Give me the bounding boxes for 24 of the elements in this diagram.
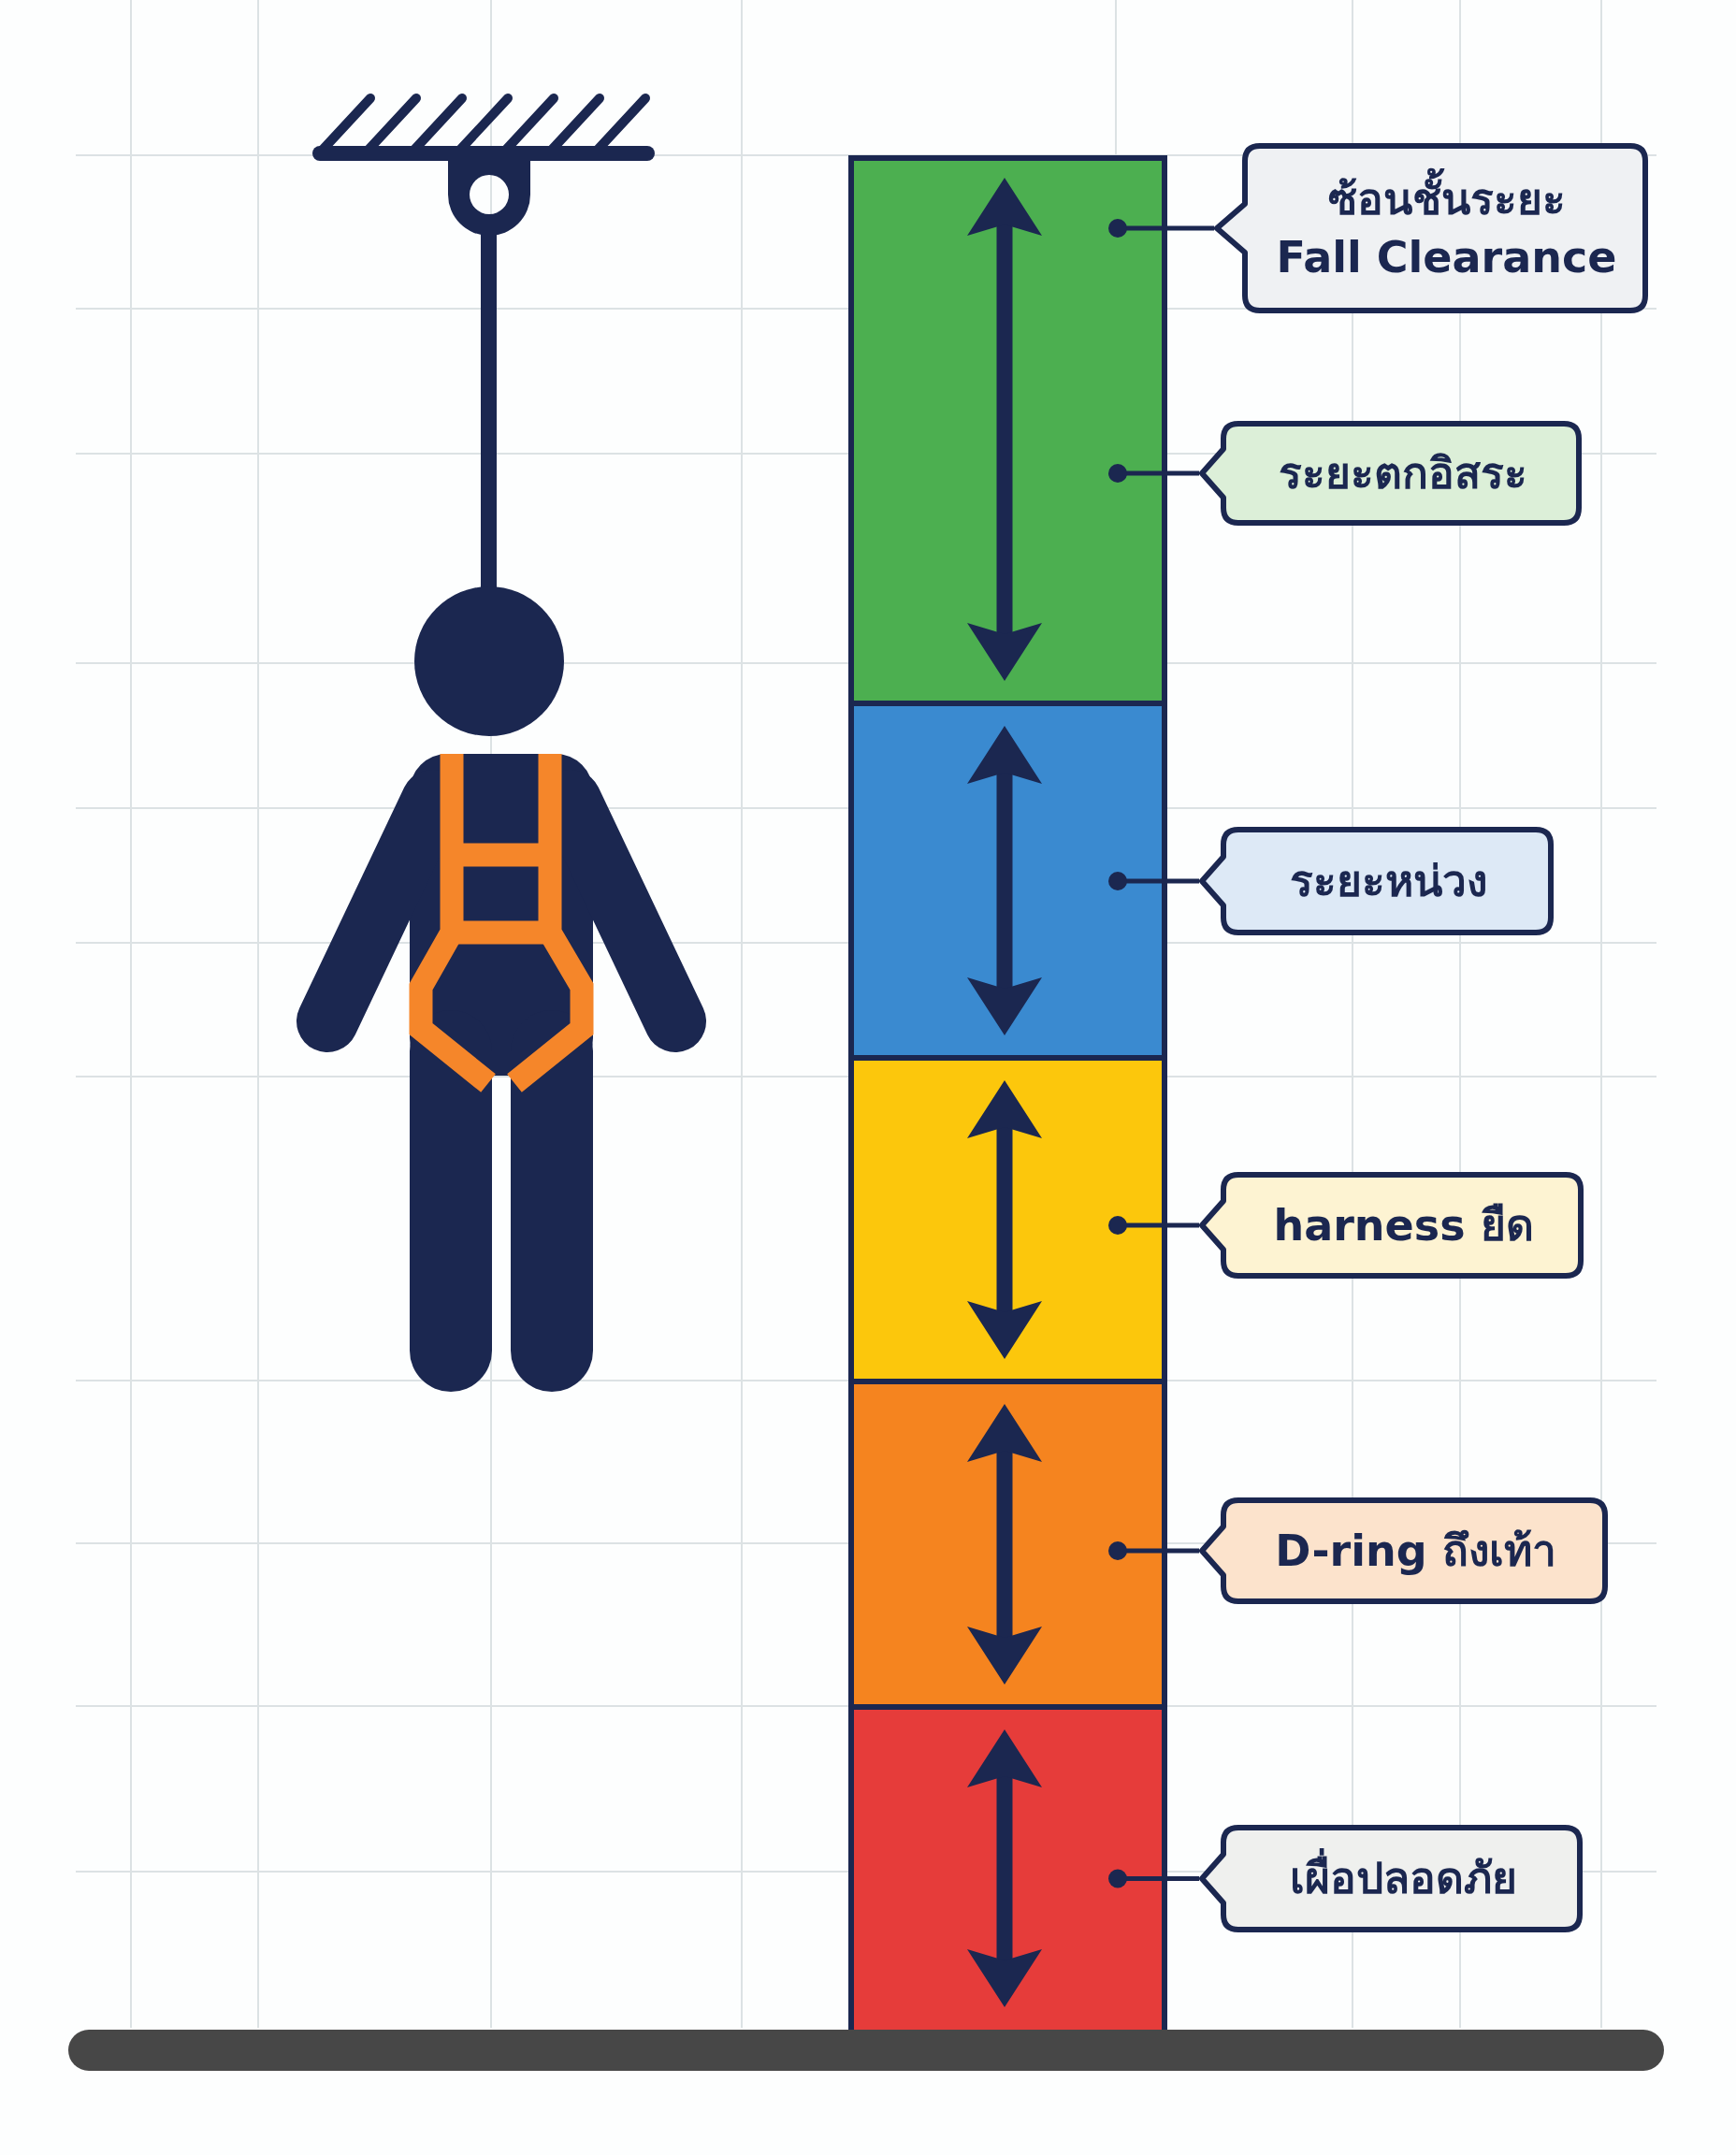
clearance-band — [848, 1058, 1167, 1381]
leader-line — [1108, 219, 1214, 238]
leader-line — [1108, 1869, 1199, 1888]
callout — [1199, 421, 1582, 526]
callout-text: D-ring ถึงเท้า — [1275, 1524, 1556, 1578]
clearance-band — [848, 155, 1167, 703]
leader-line — [1108, 1541, 1199, 1560]
callout-text: Fall Clearance — [1276, 231, 1617, 284]
clearance-band — [848, 1707, 1167, 2030]
callout — [1199, 827, 1554, 935]
callout — [1199, 1497, 1608, 1604]
callout — [1199, 1172, 1584, 1279]
leader-line — [1108, 1216, 1199, 1235]
clearance-band — [848, 1381, 1167, 1707]
callout — [1199, 1825, 1583, 1932]
callout-text: ระยะหน่วง — [1290, 854, 1487, 908]
leader-line — [1108, 464, 1199, 483]
callout-text: เผื่อปลอดภัย — [1289, 1849, 1517, 1908]
callout-text: ระยะตกอิสระ — [1278, 446, 1527, 500]
callout-text: ซ้อนชั้นระยะ — [1327, 169, 1566, 228]
callout-text: harness ยืด — [1273, 1198, 1534, 1252]
leader-line — [1108, 872, 1199, 890]
clearance-band — [848, 703, 1167, 1058]
callout — [1214, 143, 1648, 313]
